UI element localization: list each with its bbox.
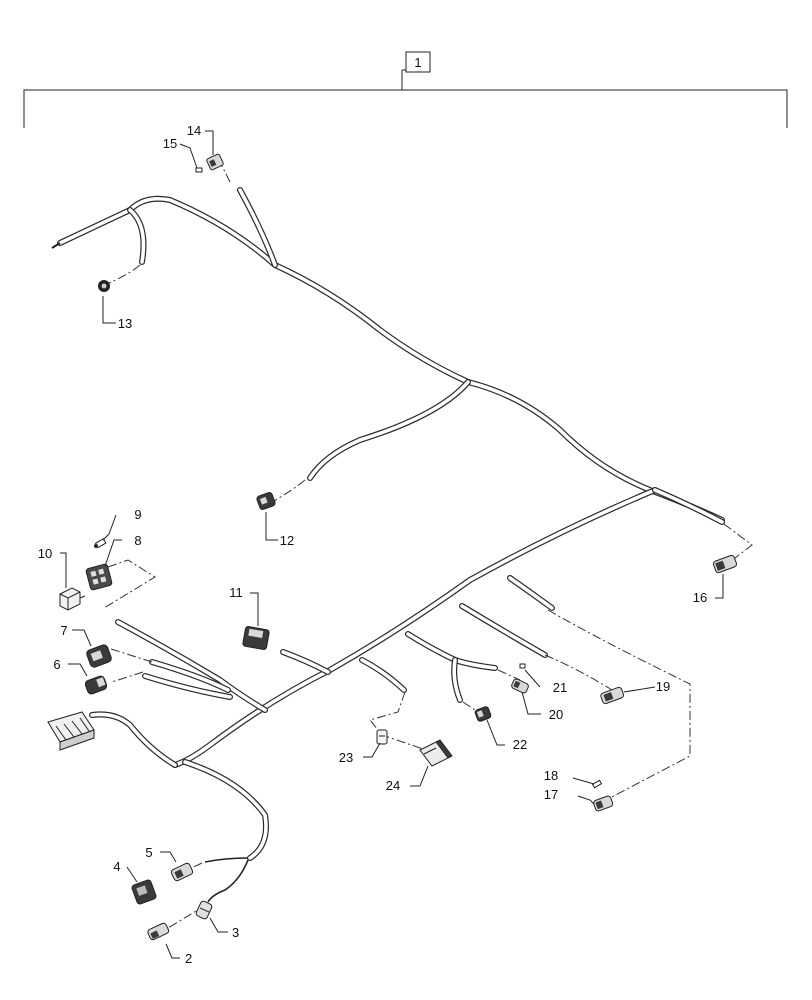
leader-lines	[60, 130, 724, 959]
grommet-13	[98, 280, 110, 292]
callout-5: 5	[145, 845, 152, 860]
callout-7: 7	[60, 623, 67, 638]
connector-22	[474, 706, 492, 722]
connector-24	[419, 739, 453, 767]
connector-12	[256, 492, 276, 510]
callout-23: 23	[339, 750, 353, 765]
callout-8: 8	[134, 533, 141, 548]
callout-17: 17	[544, 787, 558, 802]
connector-14	[206, 153, 224, 171]
connector-5	[170, 862, 194, 882]
callout-1: 1	[414, 55, 421, 70]
terminal-15	[195, 167, 203, 173]
callout-20: 20	[549, 707, 563, 722]
terminal-9	[94, 538, 107, 549]
callout-11: 11	[229, 585, 243, 600]
connector-17	[593, 795, 614, 812]
relay-10	[59, 587, 86, 611]
callout-13: 13	[118, 316, 132, 331]
callout-10: 10	[38, 546, 52, 561]
callout-9: 9	[134, 507, 141, 522]
lead-wires	[51, 242, 249, 903]
connector-block	[47, 711, 95, 751]
callout-labels: 2 3 4 5 6 7 8 9 10 11 12 13 14 15 16 17 …	[38, 123, 707, 966]
connector-19	[600, 686, 625, 705]
callout-22: 22	[513, 737, 527, 752]
callout-16: 16	[693, 590, 707, 605]
relay-socket-8	[85, 563, 113, 591]
callout-3: 3	[232, 925, 239, 940]
connector-6	[84, 675, 108, 695]
connection-lines	[103, 163, 753, 929]
callout-2: 2	[185, 951, 192, 966]
callout-24: 24	[386, 778, 400, 793]
callout-12: 12	[280, 533, 294, 548]
callout-14: 14	[187, 123, 201, 138]
callout-21: 21	[553, 680, 567, 695]
connector-3	[195, 900, 213, 920]
connector-16	[712, 554, 738, 574]
callout-15: 15	[163, 136, 177, 151]
terminal-23	[376, 729, 388, 745]
connector-20	[511, 678, 529, 694]
callout-box-1	[405, 51, 431, 73]
connector-2	[147, 922, 170, 941]
assembly-bracket: 1	[23, 51, 788, 128]
callout-19: 19	[656, 679, 670, 694]
callout-18: 18	[544, 768, 558, 783]
connector-7	[86, 644, 112, 668]
connector-4	[131, 879, 157, 905]
terminal-21	[519, 663, 526, 669]
callout-6: 6	[53, 657, 60, 672]
callout-4: 4	[113, 859, 120, 874]
connector-11	[242, 626, 270, 650]
terminal-18	[591, 779, 603, 789]
harness-wires	[57, 187, 725, 861]
